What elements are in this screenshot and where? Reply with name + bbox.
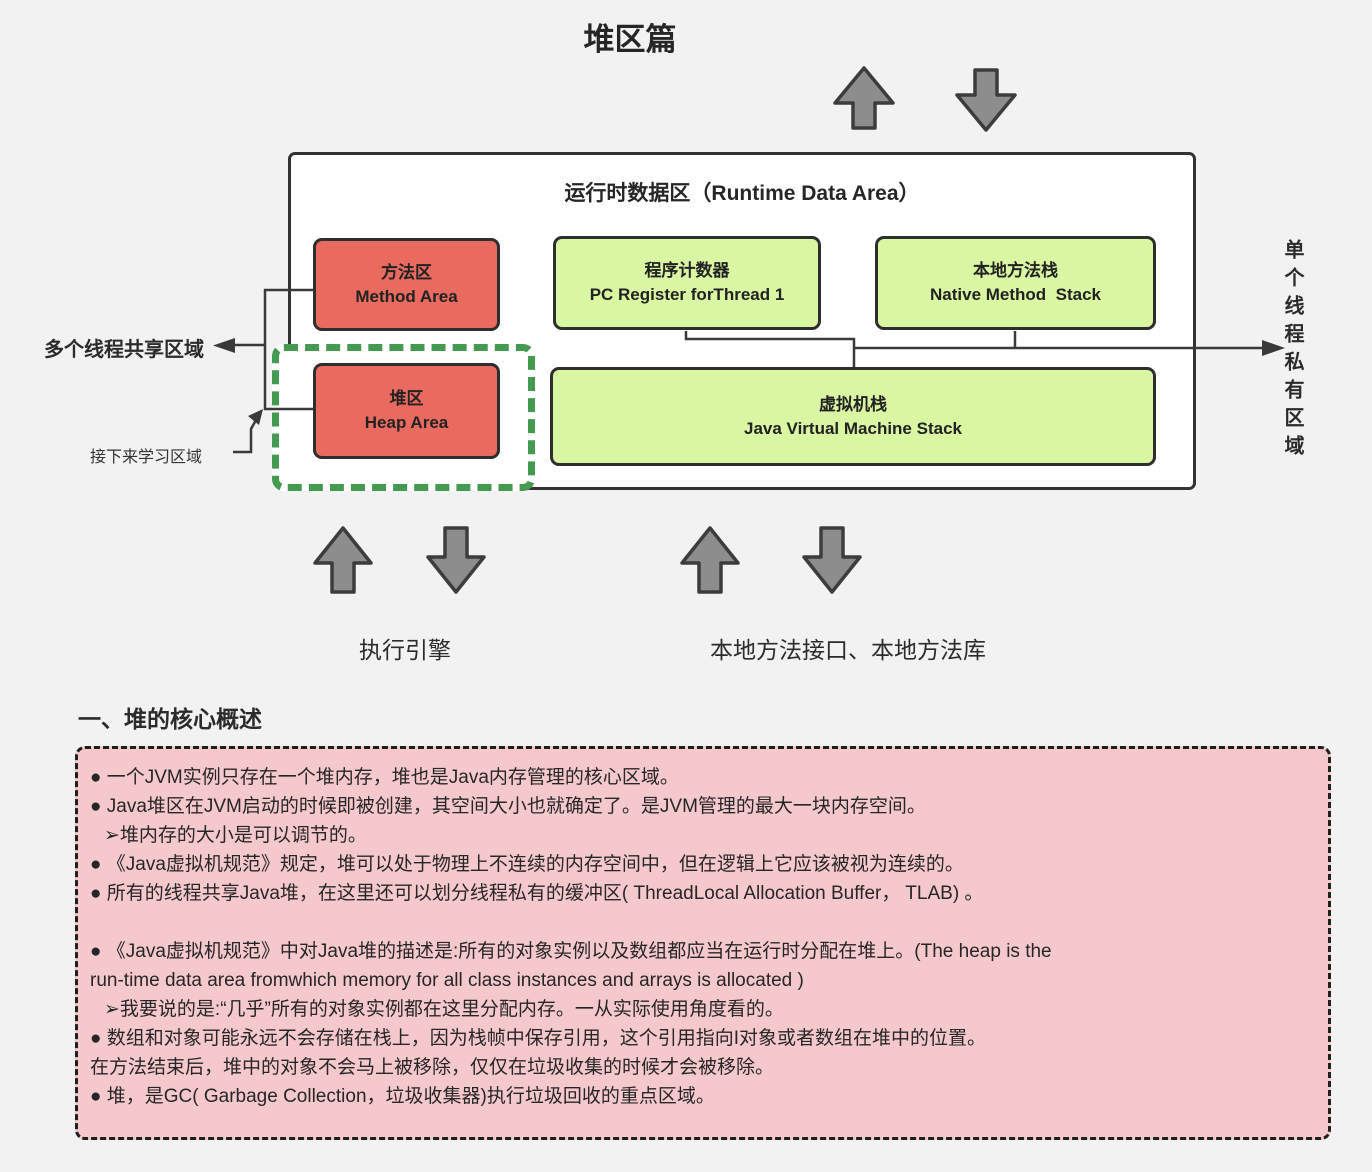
private-region-label: 单个线程私有区域 bbox=[1281, 239, 1303, 463]
next-study-arrowhead-icon bbox=[248, 409, 263, 425]
note-line: ● 《Java虚拟机规范》规定，堆可以处于物理上不连续的内存空间中，但在逻辑上它… bbox=[90, 854, 964, 875]
native-method-stack-label-en: Native Method Stack bbox=[930, 285, 1101, 304]
section-heading: 一、堆的核心概述 bbox=[78, 706, 262, 732]
pc-register-label-en: PC Register forThread 1 bbox=[589, 285, 785, 304]
method-area-box: 方法区 Method Area bbox=[313, 238, 500, 331]
heap-area-label-en: Heap Area bbox=[364, 413, 449, 432]
next-to-study-label: 接下来学习区域 bbox=[90, 449, 203, 466]
native-method-stack-box: 本地方法栈 Native Method Stack bbox=[875, 236, 1156, 330]
next-study-pointer-line bbox=[233, 419, 258, 454]
engine-up-block-arrow-icon bbox=[313, 526, 373, 594]
note-line: ● 所有的线程共享Java堆，在这里还可以划分线程私有的缓冲区( ThreadL… bbox=[90, 883, 984, 904]
note-line: ➢我要说的是:“几乎”所有的对象实例都在这里分配内存。一从实际使用角度看的。 bbox=[104, 999, 784, 1020]
native-method-stack-label-zh: 本地方法栈 bbox=[973, 261, 1058, 280]
note-line: ● Java堆区在JVM启动的时候即被创建，其空间大小也就确定了。是JVM管理的… bbox=[90, 796, 926, 817]
native-interface-label: 本地方法接口、本地方法库 bbox=[710, 637, 986, 663]
note-line: ● 《Java虚拟机规范》中对Java堆的描述是:所有的对象实例以及数组都应当在… bbox=[90, 941, 1052, 962]
page-title: 堆区篇 bbox=[583, 22, 677, 57]
note-line: ● 一个JVM实例只存在一个堆内存，堆也是Java内存管理的核心区域。 bbox=[90, 767, 679, 788]
pc-register-box: 程序计数器 PC Register forThread 1 bbox=[553, 236, 821, 330]
note-line: ➢堆内存的大小是可以调节的。 bbox=[104, 825, 367, 846]
heap-area-box: 堆区 Heap Area bbox=[313, 363, 500, 459]
down-block-arrow-icon bbox=[955, 68, 1017, 132]
shared-region-label: 多个线程共享区域 bbox=[44, 339, 204, 361]
jvm-stack-label-zh: 虚拟机栈 bbox=[819, 394, 887, 414]
note-line: ● 堆，是GC( Garbage Collection，垃圾收集器)执行垃圾回收… bbox=[90, 1086, 715, 1107]
note-line: run-time data area fromwhich memory for … bbox=[90, 970, 804, 991]
jvm-stack-label-en: Java Virtual Machine Stack bbox=[744, 418, 962, 438]
heap-area-label-zh: 堆区 bbox=[389, 389, 424, 408]
note-line: 在方法结束后，堆中的对象不会马上被移除，仅仅在垃圾收集的时候才会被移除。 bbox=[90, 1057, 775, 1078]
engine-down-block-arrow-icon bbox=[426, 526, 486, 594]
execution-engine-label: 执行引擎 bbox=[359, 637, 451, 663]
runtime-data-area-title: 运行时数据区（Runtime Data Area） bbox=[564, 182, 920, 205]
nmi-up-block-arrow-icon bbox=[680, 526, 740, 594]
method-area-label-en: Method Area bbox=[355, 286, 458, 306]
up-block-arrow-icon bbox=[833, 66, 895, 130]
pc-register-label-zh: 程序计数器 bbox=[644, 261, 730, 280]
note-line: ● 数组和对象可能永远不会存储在栈上，因为栈帧中保存引用，这个引用指向I对象或者… bbox=[90, 1028, 987, 1049]
nmi-down-block-arrow-icon bbox=[802, 526, 862, 594]
left-arrowhead-icon bbox=[213, 338, 235, 353]
jvm-stack-box: 虚拟机栈 Java Virtual Machine Stack bbox=[550, 367, 1156, 466]
note-line-spacer bbox=[90, 908, 1316, 937]
heap-notes-panel: ● 一个JVM实例只存在一个堆内存，堆也是Java内存管理的核心区域。 ● Ja… bbox=[75, 746, 1331, 1140]
method-area-label-zh: 方法区 bbox=[381, 262, 432, 282]
